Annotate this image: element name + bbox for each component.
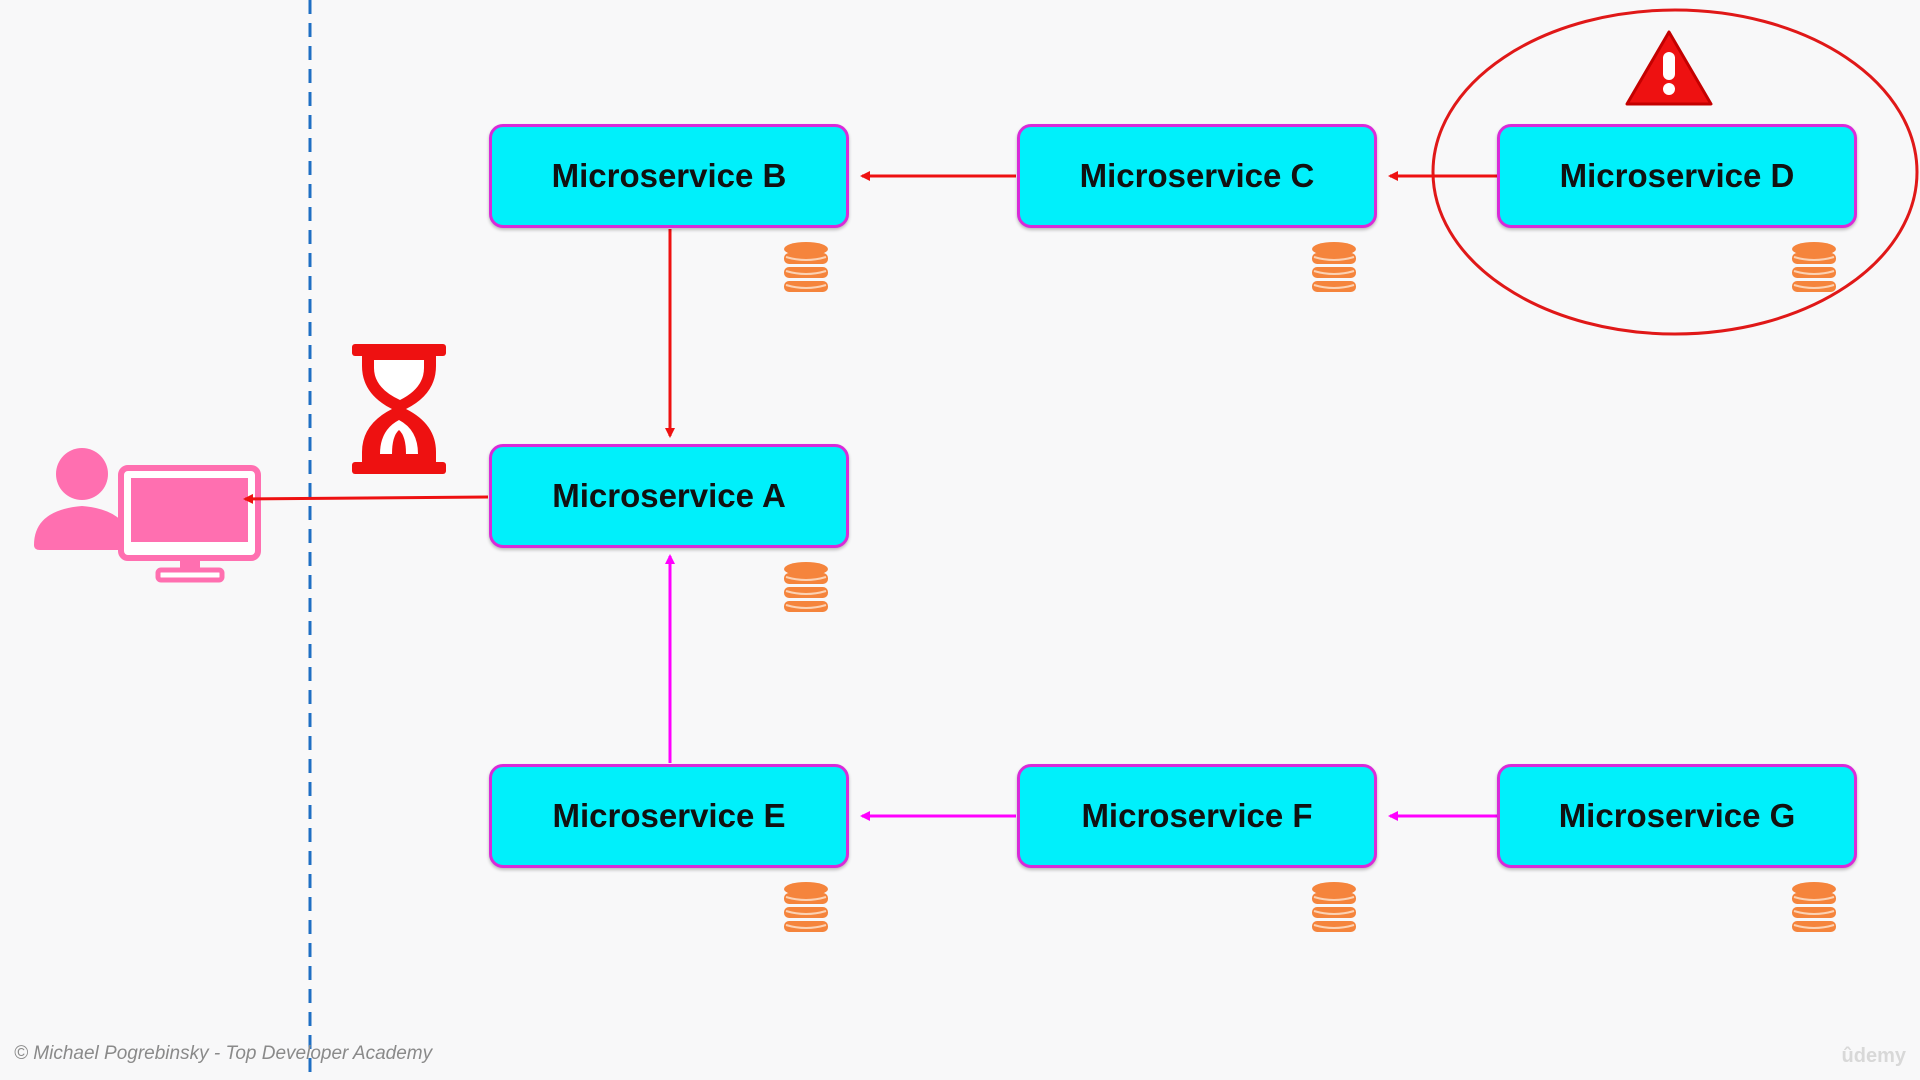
microservice-b-box: Microservice B xyxy=(489,124,849,228)
microservice-d-box: Microservice D xyxy=(1497,124,1857,228)
warning-icon xyxy=(1625,30,1713,106)
database-icon xyxy=(783,881,829,933)
microservice-a-box: Microservice A xyxy=(489,444,849,548)
arrow-a-to-user xyxy=(243,493,489,504)
udemy-watermark: ûdemy xyxy=(1841,1045,1906,1067)
copyright-footer: © Michael Pogrebinsky - Top Developer Ac… xyxy=(14,1043,433,1064)
database-icon xyxy=(1311,881,1357,933)
hourglass-icon xyxy=(352,344,446,474)
database-icon xyxy=(1791,241,1837,293)
database-icon xyxy=(1311,241,1357,293)
database-icon xyxy=(783,561,829,613)
failure-highlight-circle xyxy=(1431,8,1919,336)
microservice-c-box: Microservice C xyxy=(1017,124,1377,228)
microservice-e-box: Microservice E xyxy=(489,764,849,868)
database-icon xyxy=(1791,881,1837,933)
user-computer-icon xyxy=(34,448,261,583)
microservice-g-box: Microservice G xyxy=(1497,764,1857,868)
database-icon xyxy=(783,241,829,293)
microservice-f-box: Microservice F xyxy=(1017,764,1377,868)
